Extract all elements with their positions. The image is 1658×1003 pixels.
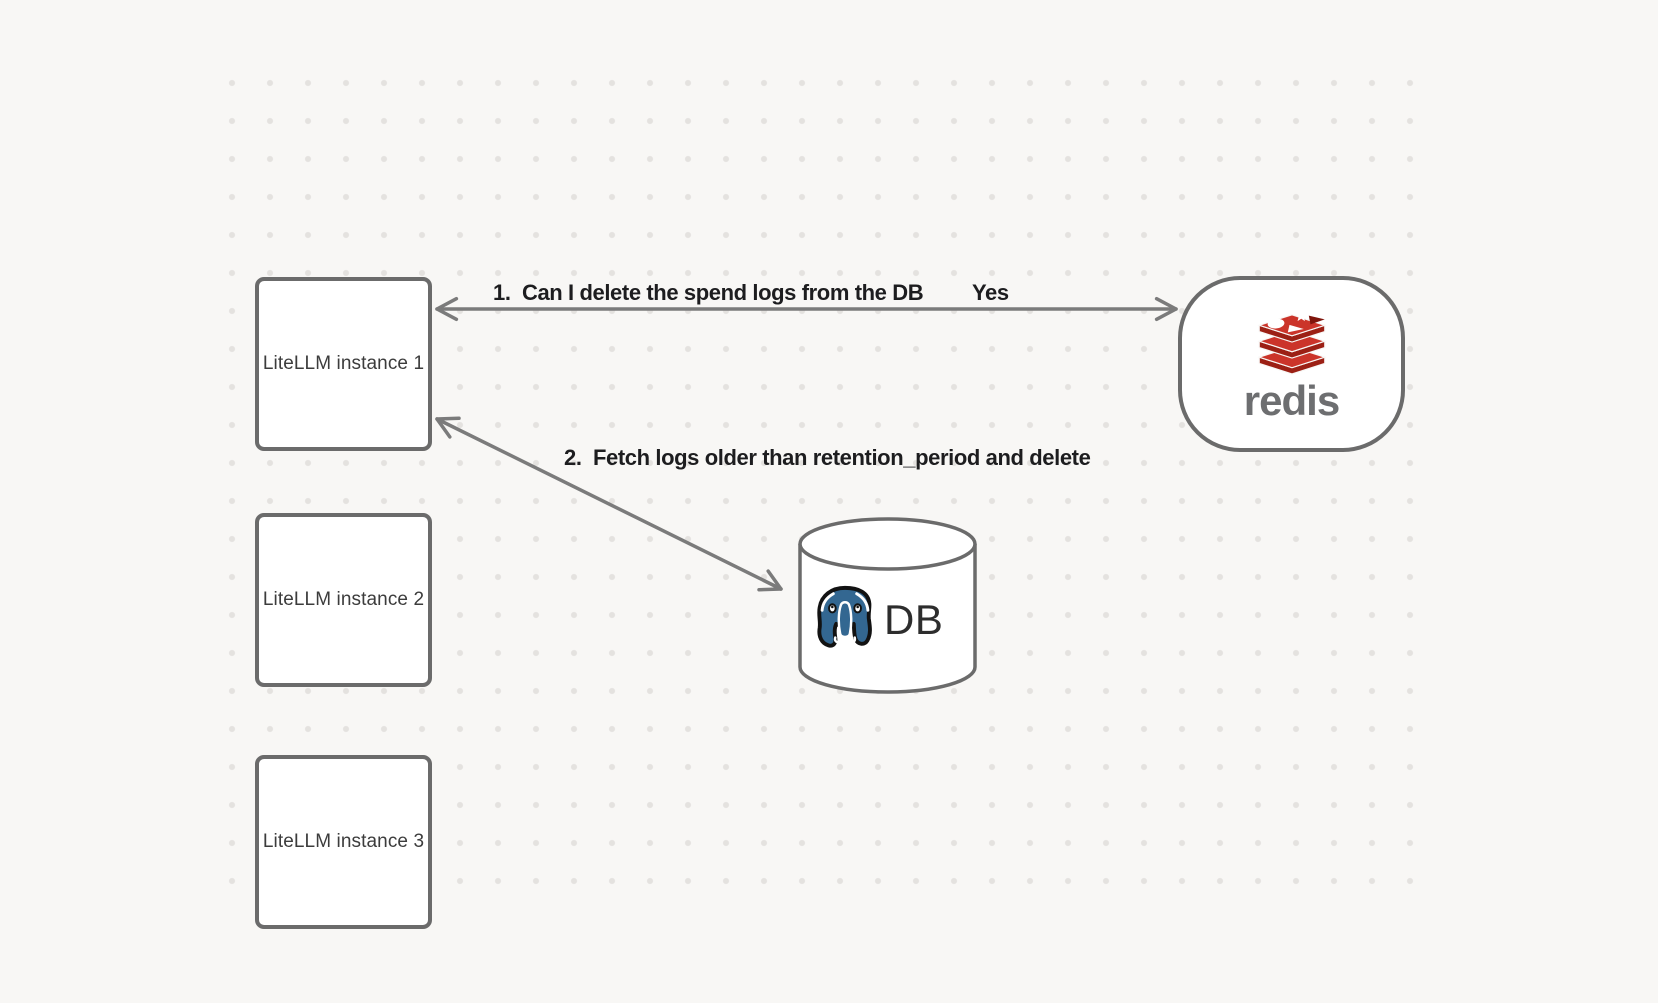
db-node-content: DB <box>798 583 977 657</box>
litellm-instance-3-label: LiteLLM instance 3 <box>262 831 425 852</box>
edge1-response-label: Yes <box>972 280 1009 305</box>
redis-node: redis <box>1178 276 1405 452</box>
litellm-instance-2-node: LiteLLM instance 2 <box>255 513 432 687</box>
litellm-instance-1-label: LiteLLM instance 1 <box>262 353 425 374</box>
postgresql-elephant-icon <box>817 585 872 648</box>
litellm-instance-1-node: LiteLLM instance 1 <box>255 277 432 451</box>
redis-wordmark: redis <box>1243 377 1340 424</box>
edge1-label: 1. Can I delete the spend logs from the … <box>493 280 924 305</box>
db-label: DB <box>884 596 944 643</box>
db-cylinder <box>798 517 977 694</box>
redis-stack-icon <box>1256 309 1327 375</box>
litellm-instance-2-label: LiteLLM instance 2 <box>262 589 425 610</box>
litellm-instance-3-node: LiteLLM instance 3 <box>255 755 432 929</box>
edge2-label: 2. Fetch logs older than retention_perio… <box>564 445 1091 470</box>
